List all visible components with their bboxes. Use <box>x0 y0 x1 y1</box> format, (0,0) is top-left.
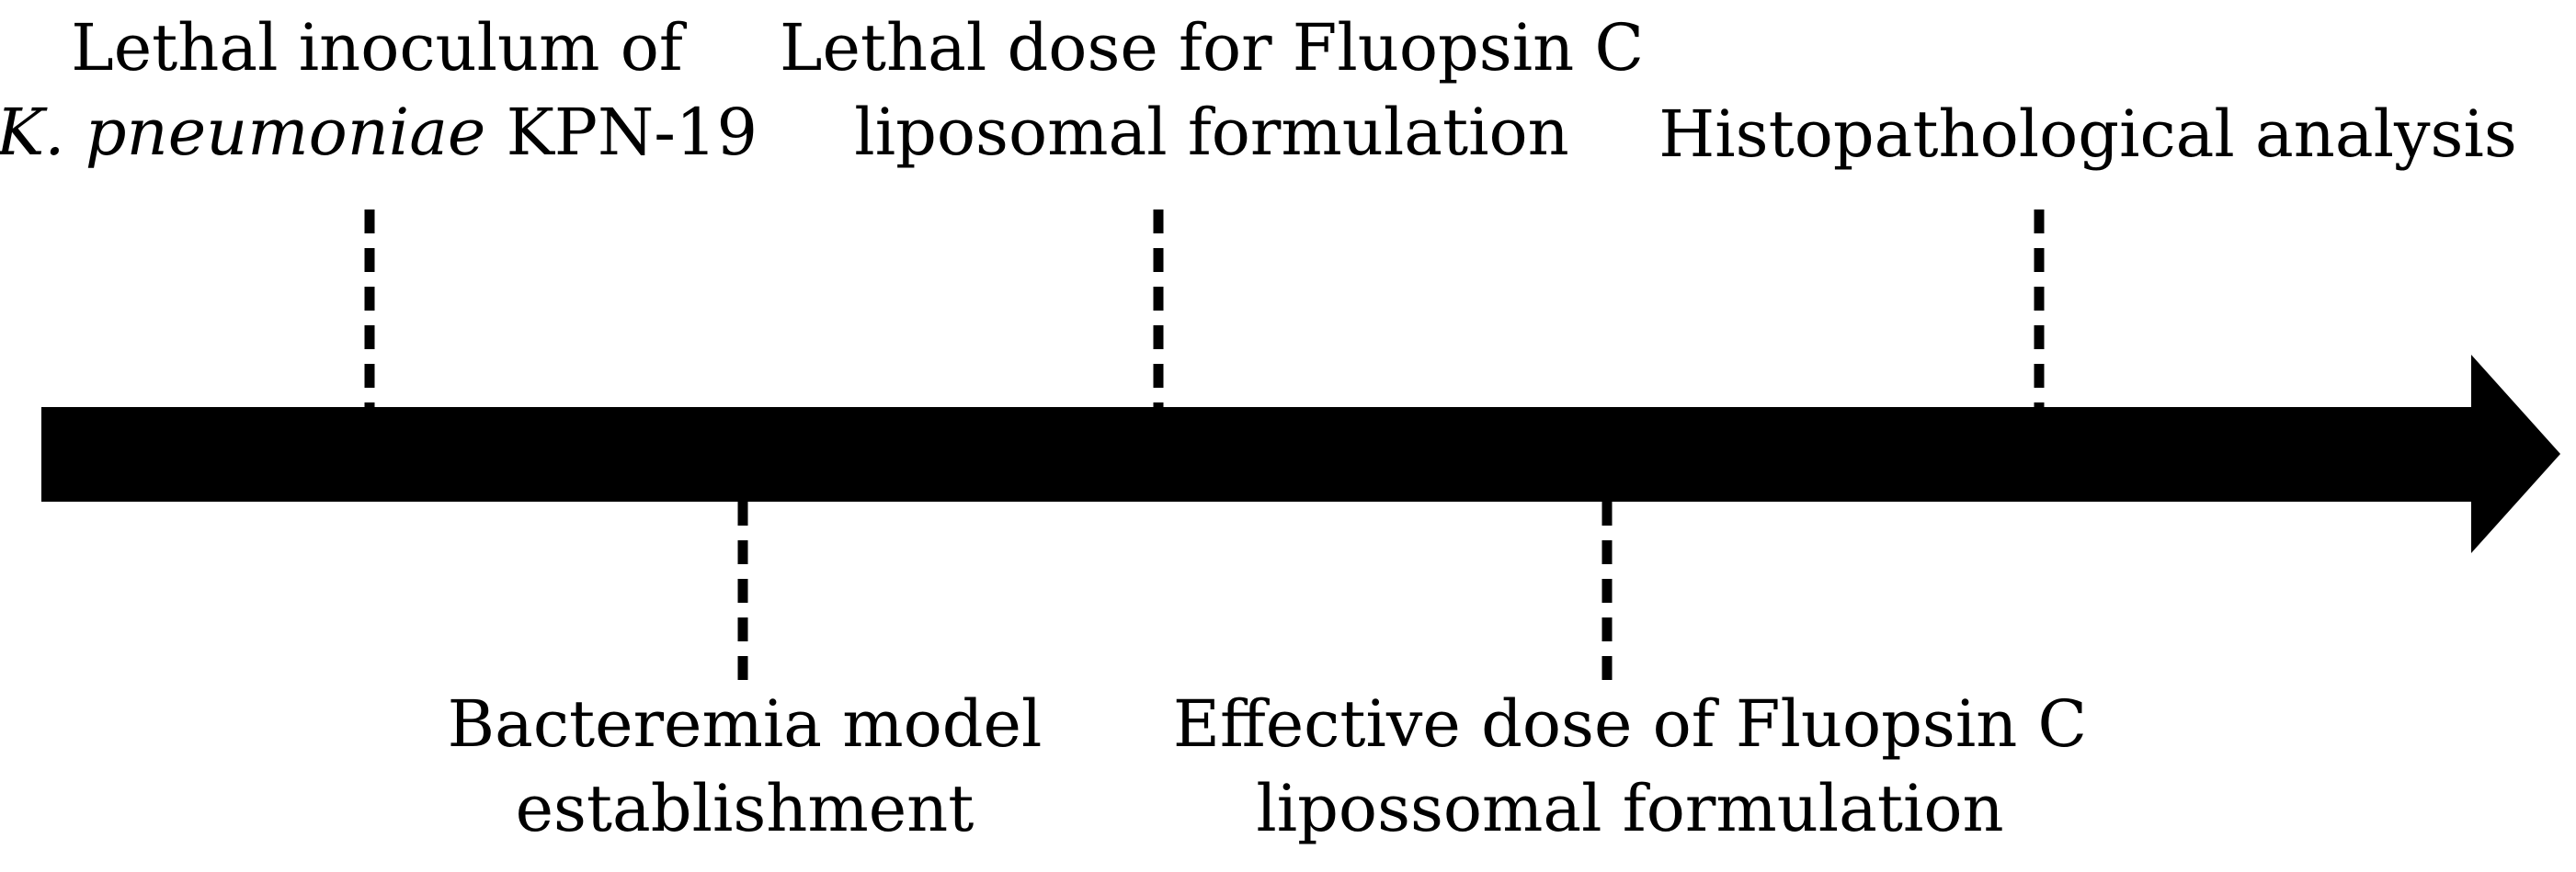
event-label-lethal-inoculum: Lethal inoculum of K. pneumoniae KPN-19 <box>0 6 758 175</box>
strain-name: KPN-19 <box>485 95 758 170</box>
event-label-line: Histopathological analysis <box>1658 96 2517 172</box>
event-label-bacteremia: Bacteremia model establishment <box>448 682 1043 851</box>
event-label-line: lipossomal formulation <box>1256 771 2004 846</box>
event-label-effective-dose: Effective dose of Fluopsin C lipossomal … <box>1173 682 2087 851</box>
species-name: K. pneumoniae <box>0 95 486 170</box>
event-label-line: Lethal inoculum of <box>71 10 683 85</box>
event-label-line: K. pneumoniae KPN-19 <box>0 90 758 175</box>
event-label-histopathology: Histopathological analysis <box>1658 92 2517 176</box>
timeline-arrow <box>41 355 2560 553</box>
event-label-line: Effective dose of Fluopsin C <box>1172 686 2088 762</box>
event-label-line: liposomal formulation <box>854 95 1569 170</box>
event-label-lethal-dose: Lethal dose for Fluopsin C liposomal for… <box>780 6 1644 175</box>
event-label-line: Lethal dose for Fluopsin C <box>779 10 1645 85</box>
event-label-line: Bacteremia model <box>447 686 1043 762</box>
event-label-line: establishment <box>515 771 975 846</box>
